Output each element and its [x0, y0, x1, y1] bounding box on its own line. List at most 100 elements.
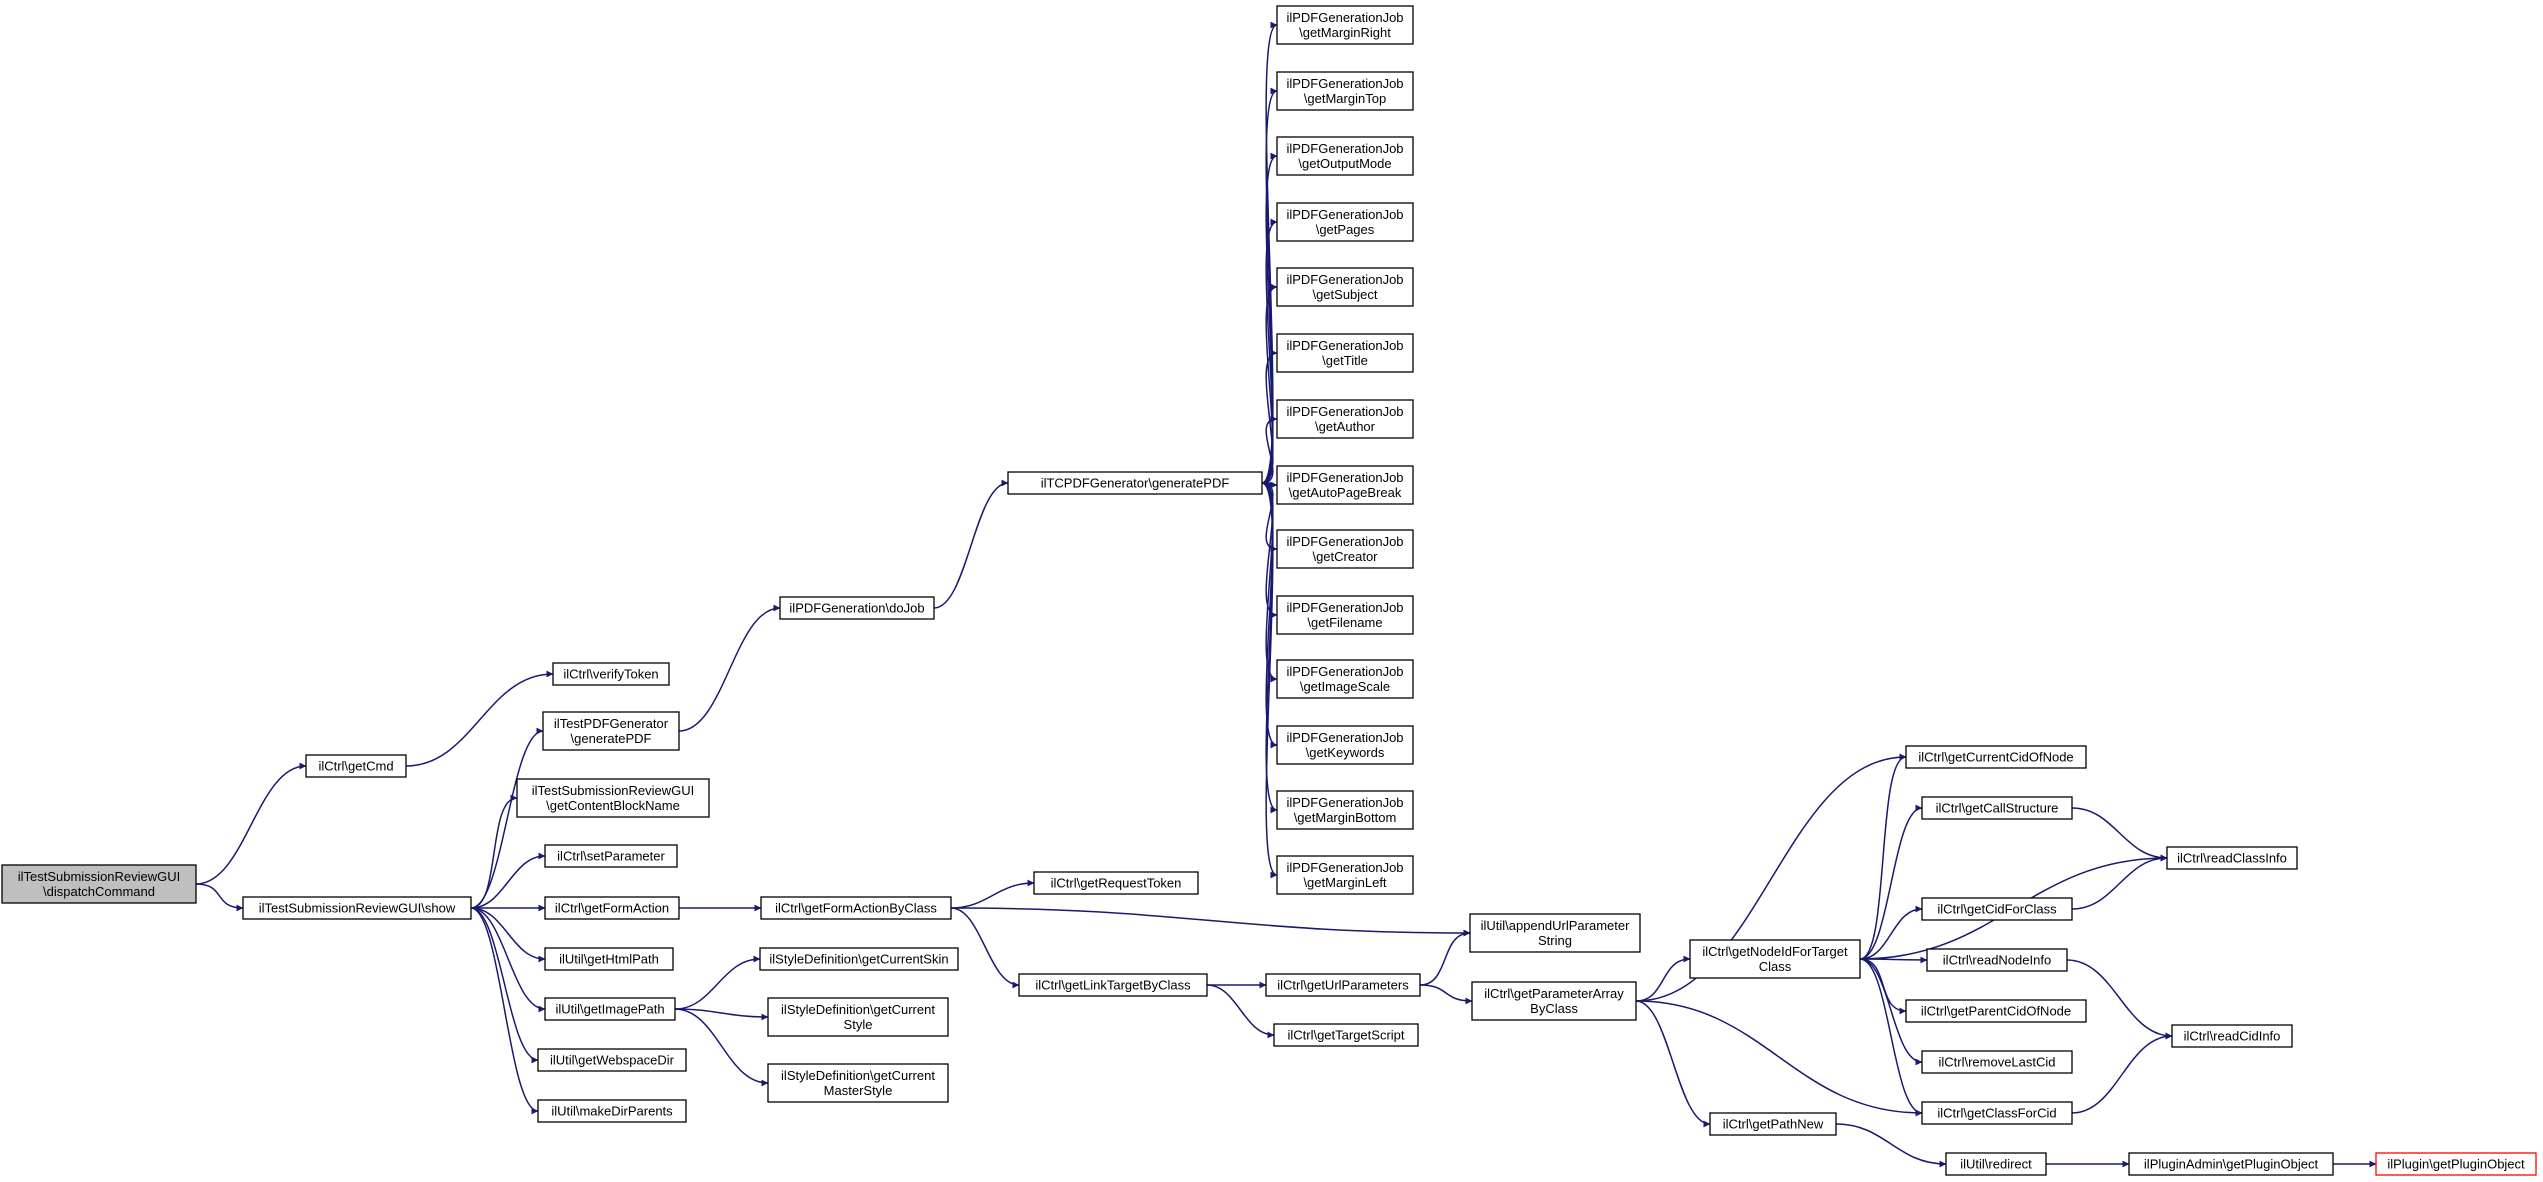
function-node[interactable]: ilCtrl\getCallStructure: [1921, 796, 2073, 820]
function-node[interactable]: ilCtrl\getParentCidOfNode: [1905, 999, 2087, 1023]
function-node[interactable]: ilTestPDFGenerator\generatePDF: [542, 711, 680, 751]
function-node[interactable]: ilCtrl\readClassInfo: [2166, 846, 2298, 870]
call-edge: [2066, 959, 2173, 1040]
function-node[interactable]: ilPDFGenerationJob\getKeywords: [1276, 725, 1414, 765]
function-node[interactable]: ilPDFGenerationJob\getCreator: [1276, 529, 1414, 569]
call-edge-path: [950, 879, 1035, 909]
function-node[interactable]: ilPDFGenerationJob\getSubject: [1276, 267, 1414, 307]
function-node[interactable]: ilPDFGenerationJob\getAutoPageBreak: [1276, 465, 1414, 505]
call-edge-path: [678, 604, 781, 732]
function-node[interactable]: ilUtil\makeDirParents: [537, 1099, 687, 1123]
node-box: [1276, 136, 1414, 176]
call-edge-path: [2071, 807, 2168, 862]
call-edge-path: [933, 479, 1009, 609]
node-label: \getMarginLeft: [1303, 875, 1386, 890]
node-label: ilCtrl\getUrlParameters: [1277, 978, 1409, 993]
node-label: ilPDFGenerationJob: [1286, 404, 1403, 419]
node-box: [1276, 790, 1414, 830]
function-node[interactable]: ilUtil\getImagePath: [544, 997, 676, 1021]
function-node[interactable]: ilCtrl\verifyToken: [552, 662, 670, 686]
function-node[interactable]: ilPDFGenerationJob\getPages: [1276, 202, 1414, 242]
node-box: [1469, 913, 1641, 953]
function-node[interactable]: ilPDFGenerationJob\getMarginLeft: [1276, 855, 1414, 895]
function-node[interactable]: ilCtrl\getFormActionByClass: [760, 896, 952, 920]
call-edge: [470, 852, 546, 909]
node-label: ilPDFGenerationJob: [1286, 730, 1403, 745]
function-node[interactable]: ilUtil\redirect: [1945, 1152, 2047, 1176]
function-node[interactable]: ilCtrl\getClassForCid: [1921, 1101, 2073, 1125]
call-edge: [1261, 152, 1278, 484]
node-label: \generatePDF: [571, 731, 652, 746]
node-label: ilCtrl\getCallStructure: [1936, 801, 2059, 816]
function-node[interactable]: ilTestSubmissionReviewGUI\show: [242, 896, 472, 920]
function-node[interactable]: ilCtrl\getFormAction: [544, 896, 680, 920]
function-node[interactable]: ilPlugin\getPluginObject: [2375, 1152, 2537, 1176]
call-edge: [1261, 415, 1278, 484]
function-node[interactable]: ilCtrl\getCurrentCidOfNode: [1905, 745, 2087, 769]
function-node[interactable]: ilUtil\getHtmlPath: [544, 947, 674, 971]
node-box: [1921, 796, 2073, 820]
function-node[interactable]: ilPDFGenerationJob\getTitle: [1276, 333, 1414, 373]
call-edge: [1859, 958, 1923, 1117]
node-label: \getTitle: [1322, 353, 1368, 368]
node-box: [1276, 465, 1414, 505]
node-label: ilPDFGenerationJob: [1286, 795, 1403, 810]
function-node[interactable]: ilPDFGenerationJob\getMarginRight: [1276, 5, 1414, 45]
node-label: ilStyleDefinition\getCurrent: [781, 1002, 935, 1017]
function-node[interactable]: ilPDFGenerationJob\getImageScale: [1276, 659, 1414, 699]
node-box: [1921, 1101, 2073, 1125]
root-function-node: ilTestSubmissionReviewGUI\dispatchComman…: [1, 864, 197, 904]
node-box: [767, 1063, 949, 1103]
call-edge-path: [674, 1008, 769, 1087]
node-label: \getMarginBottom: [1294, 810, 1397, 825]
function-node[interactable]: ilPDFGeneration\doJob: [779, 596, 935, 620]
function-node[interactable]: ilCtrl\getLinkTargetByClass: [1018, 973, 1208, 997]
node-label: \dispatchCommand: [43, 884, 155, 899]
function-node[interactable]: ilCtrl\removeLastCid: [1921, 1050, 2073, 1074]
function-node[interactable]: ilTestSubmissionReviewGUI\getContentBloc…: [516, 778, 710, 818]
node-box: [1905, 745, 2087, 769]
function-node[interactable]: ilCtrl\setParameter: [544, 844, 678, 868]
function-node[interactable]: ilPluginAdmin\getPluginObject: [2128, 1152, 2334, 1176]
call-edge-path: [195, 883, 244, 912]
node-label: Style: [844, 1017, 873, 1032]
function-node[interactable]: ilStyleDefinition\getCurrentSkin: [759, 947, 959, 971]
call-edge: [1419, 984, 1473, 1005]
call-edge: [1859, 905, 1923, 960]
call-edge: [1261, 482, 1278, 879]
function-node[interactable]: ilCtrl\getCmd: [305, 754, 407, 778]
node-box: [759, 947, 959, 971]
function-node[interactable]: ilPDFGenerationJob\getFilename: [1276, 595, 1414, 635]
node-label: \getImageScale: [1300, 679, 1390, 694]
node-box: [1276, 399, 1414, 439]
node-label: ilCtrl\getLinkTargetByClass: [1035, 978, 1191, 993]
function-node[interactable]: ilCtrl\getPathNew: [1709, 1112, 1837, 1136]
function-node[interactable]: ilCtrl\getTargetScript: [1273, 1023, 1419, 1047]
function-node[interactable]: ilTCPDFGenerator\generatePDF: [1007, 471, 1263, 495]
function-node[interactable]: ilCtrl\readNodeInfo: [1926, 948, 2068, 972]
function-node[interactable]: ilPDFGenerationJob\getAuthor: [1276, 399, 1414, 439]
function-node[interactable]: ilPDFGenerationJob\getOutputMode: [1276, 136, 1414, 176]
function-node[interactable]: ilCtrl\getRequestToken: [1033, 871, 1199, 895]
call-edge: [674, 955, 761, 1010]
node-label: String: [1538, 933, 1572, 948]
node-label: ilPDFGenerationJob: [1286, 272, 1403, 287]
function-node[interactable]: ilPDFGenerationJob\getMarginTop: [1276, 71, 1414, 111]
node-label: ilTestSubmissionReviewGUI: [532, 783, 695, 798]
function-node[interactable]: ilUtil\getWebspaceDir: [537, 1048, 687, 1072]
call-edge-path: [470, 907, 546, 1013]
function-node[interactable]: ilCtrl\getUrlParameters: [1265, 973, 1421, 997]
call-edge-path: [1859, 958, 1923, 1117]
edges-layer: [195, 21, 2377, 1168]
call-edge-path: [1261, 152, 1278, 484]
function-node[interactable]: ilCtrl\readCidInfo: [2171, 1024, 2293, 1048]
function-node[interactable]: ilPDFGenerationJob\getMarginBottom: [1276, 790, 1414, 830]
call-edge-path: [1859, 905, 1923, 960]
call-edge: [1859, 804, 1923, 960]
function-node[interactable]: ilCtrl\getCidForClass: [1921, 897, 2073, 921]
